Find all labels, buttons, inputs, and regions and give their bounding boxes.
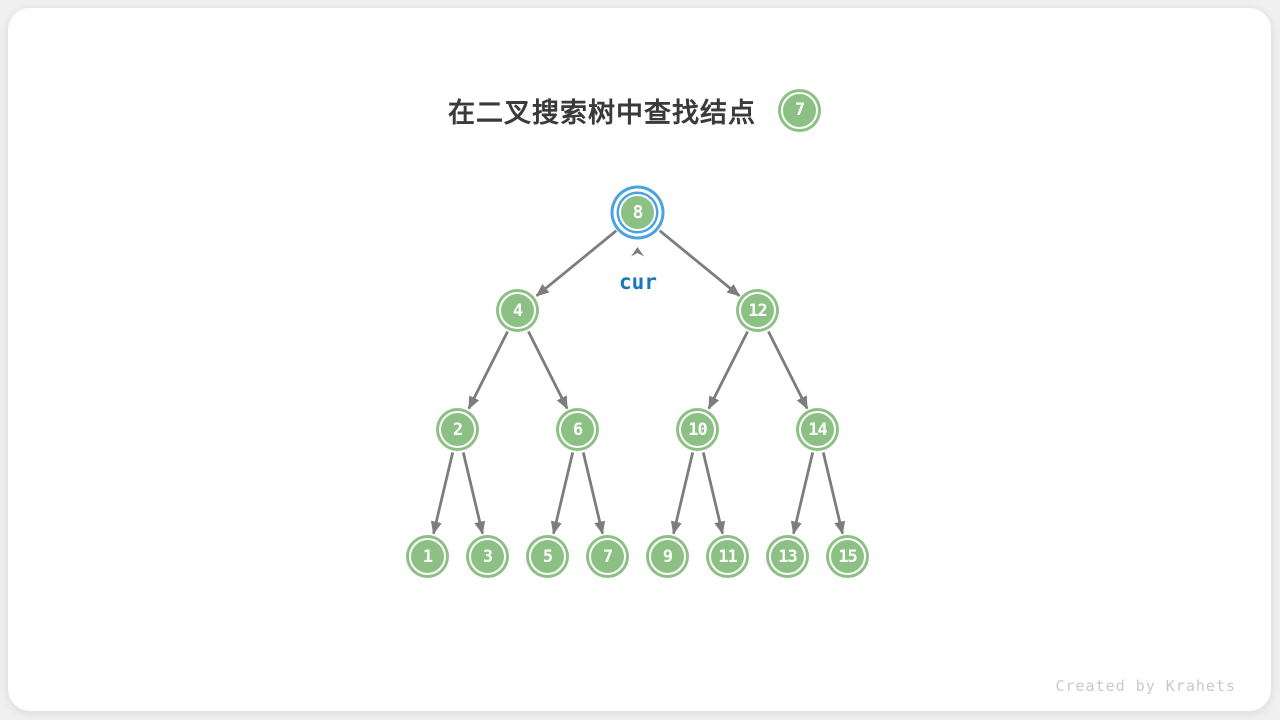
tree-edge — [581, 452, 606, 535]
tree-edge — [467, 330, 509, 410]
tree-node: 15 — [829, 538, 866, 575]
tree-edge — [535, 229, 618, 297]
tree-edge — [707, 330, 749, 410]
tree-node: 6 — [559, 411, 596, 448]
tree-node: 5 — [529, 538, 566, 575]
tree-node: 10 — [679, 411, 716, 448]
credit-text: Created by Krahets — [1055, 677, 1236, 695]
tree-node: 14 — [799, 411, 836, 448]
tree-edge — [670, 452, 695, 535]
tree-node: 13 — [769, 538, 806, 575]
tree-edge — [821, 452, 846, 535]
tree-edge — [430, 452, 455, 535]
figure-card — [8, 8, 1271, 711]
tree-edge — [767, 330, 809, 410]
tree-node: 7 — [589, 538, 626, 575]
tree-node: 11 — [709, 538, 746, 575]
tree-edge — [461, 452, 486, 535]
cur-pointer-up-arrow-icon — [631, 247, 644, 257]
tree-node: 1 — [409, 538, 446, 575]
tree-node: 9 — [649, 538, 686, 575]
tree-edge — [790, 452, 815, 535]
tree-edge — [527, 330, 569, 410]
tree-edge — [701, 452, 726, 535]
tree-node: 3 — [469, 538, 506, 575]
tree-node: 12 — [739, 292, 776, 329]
search-target-badge: 7 — [781, 91, 818, 129]
page-title: 在二叉搜索树中查找结点 — [448, 97, 756, 128]
tree-node: 4 — [499, 292, 536, 329]
tree-node: 2 — [439, 411, 476, 448]
title-row: 在二叉搜索树中查找结点 7 — [448, 84, 818, 136]
cur-pointer-label: cur — [619, 270, 657, 294]
tree-edge — [550, 452, 575, 535]
tree-node-current: 8 — [619, 194, 656, 231]
tree-edge — [658, 229, 741, 297]
